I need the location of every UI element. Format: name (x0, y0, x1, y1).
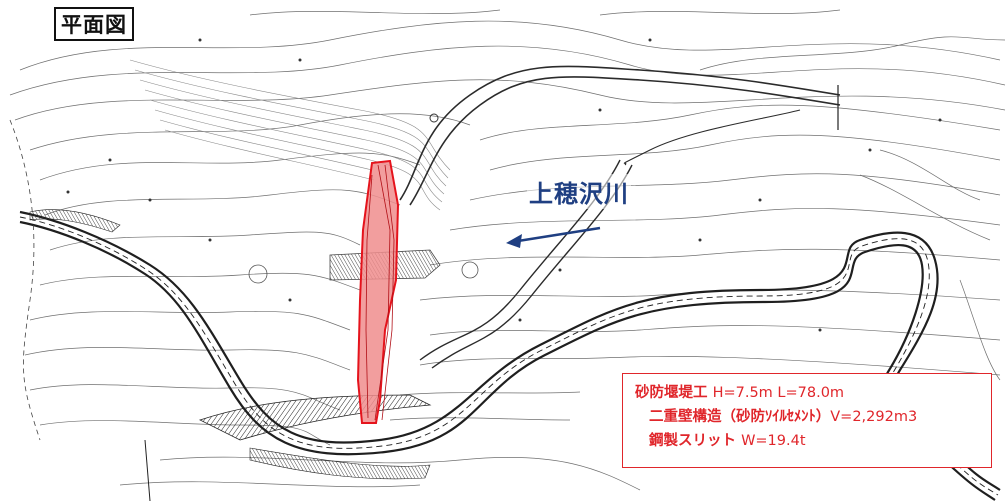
spec-double-wall-volume: V=2,292m3 (830, 409, 918, 425)
flow-arrow (506, 226, 601, 248)
spec-dam-dimensions: H=7.5m L=78.0m (712, 385, 845, 401)
cut-slope-hatch-2 (249, 447, 431, 480)
cut-slope-hatch (198, 394, 432, 441)
spec-steel-slit-name: 鋼製スリット (649, 433, 736, 449)
map-title: 平面図 (54, 7, 134, 41)
structure-spec-box: 砂防堰堤工 H=7.5m L=78.0m 二重壁構造（砂防ｿｲﾙｾﾒﾝﾄ）V=2… (622, 373, 992, 468)
boundary-line (9, 119, 41, 441)
spec-line-dam: 砂防堰堤工 H=7.5m L=78.0m (635, 381, 981, 405)
cut-slope-hatch-3 (29, 209, 121, 233)
sabo-dam-axis (356, 159, 400, 424)
steep-slope-contours (129, 59, 451, 211)
survey-marks (66, 38, 942, 332)
section-line (144, 439, 151, 501)
spec-steel-slit-weight: W=19.4t (741, 433, 806, 449)
dam-axis-inner-lines (365, 164, 395, 421)
contour-lines (9, 9, 1006, 491)
spec-double-wall-name: 二重壁構造（砂防ｿｲﾙｾﾒﾝﾄ） (649, 409, 831, 425)
spec-line-double-wall: 二重壁構造（砂防ｿｲﾙｾﾒﾝﾄ）V=2,292m3 (635, 405, 981, 429)
road (19, 210, 1001, 501)
river-name-label: 上穂沢川 (527, 174, 631, 209)
spec-line-steel-slit: 鋼製スリット W=19.4t (635, 429, 981, 453)
river-channel (399, 65, 841, 369)
spec-dam-name: 砂防堰堤工 (635, 385, 708, 401)
